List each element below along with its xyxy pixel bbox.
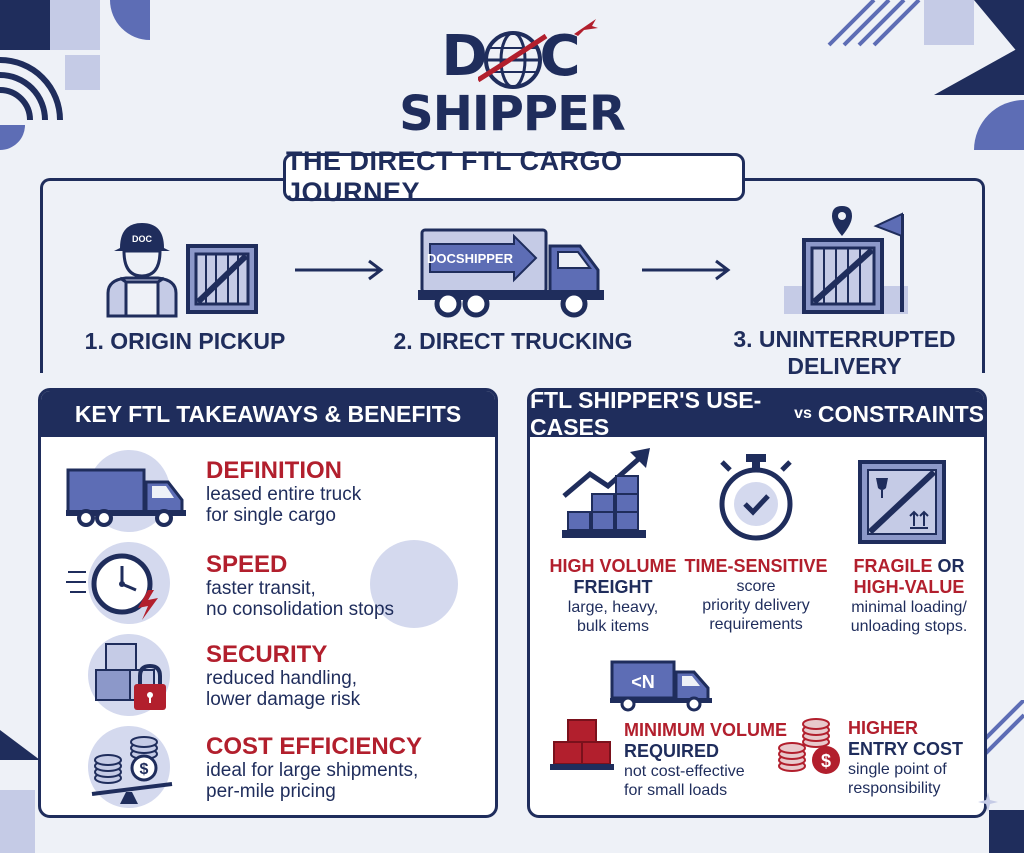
step-3-label-line2: DELIVERY <box>787 353 902 379</box>
usecase-desc-line2: bulk items <box>576 618 650 635</box>
benefit-title: DEFINITION <box>206 457 342 484</box>
usecase-desc-line1: priority delivery <box>702 597 810 614</box>
usecase-desc-line1: minimal loading/ <box>851 599 967 616</box>
cap-brand: DOC <box>132 234 153 244</box>
coins-dollar-icon: $ <box>778 718 840 774</box>
stopwatch-icon <box>66 553 158 620</box>
constraint-higher-entry-cost: HIGHER ENTRY COST single point of respon… <box>848 718 984 798</box>
decor-circle <box>370 540 458 628</box>
red-boxes-icon <box>550 719 614 770</box>
usecase-desc-line2: unloading stops. <box>850 618 968 635</box>
benefit-desc-line1: faster transit, <box>206 578 316 599</box>
decor-top-left <box>0 0 150 150</box>
arrow-right-icon <box>642 259 731 281</box>
constraint-title-line2: ENTRY COST <box>848 739 964 759</box>
usecase-fragile: FRAGILE OR HIGH-VALUE minimal loading/ u… <box>834 556 984 636</box>
constraint-desc-line1: not cost-effective <box>624 763 745 780</box>
benefit-desc-line2: no consolidation stops <box>206 599 395 620</box>
step-1-label: 1. ORIGIN PICKUP <box>84 328 286 354</box>
decor-bottom-right <box>984 700 1024 853</box>
crate-icon <box>186 244 258 314</box>
usecase-title-line2: score <box>736 578 776 595</box>
constraint-desc-line2: responsibility <box>848 780 941 797</box>
coins-scale-icon: $ <box>91 736 173 804</box>
usecases-title-vs: vs <box>794 405 812 422</box>
step-3-label-line1: 3. UNINTERRUPTED <box>733 326 956 352</box>
truck-label: <N <box>631 672 655 692</box>
benefit-desc-line1: ideal for large shipments, <box>206 760 419 781</box>
journey-title-text: THE DIRECT FTL CARGO JOURNEY <box>286 146 623 207</box>
benefit-title: SPEED <box>206 551 288 578</box>
usecase-time-sensitive: TIME-SENSITIVE score priority delivery r… <box>680 556 832 634</box>
usecase-desc-line1: large, heavy, <box>567 599 659 616</box>
usecase-desc-line2: requirements <box>709 616 803 633</box>
step-3-label: 3. UNINTERRUPTED DELIVERY <box>712 326 977 380</box>
step-2-label: 2. DIRECT TRUCKING <box>393 328 633 354</box>
constraint-title-line2: REQUIRED <box>624 741 720 761</box>
constraint-desc-line1: single point of <box>848 761 947 778</box>
takeaways-title: KEY FTL TAKEAWAYS & BENEFITS <box>41 391 495 437</box>
benefit-desc-line2: lower damage risk <box>206 689 361 710</box>
constraint-minimum-volume: MINIMUM VOLUME REQUIRED not cost-effecti… <box>624 720 794 800</box>
benefit-desc-line1: leased entire truck <box>206 484 362 505</box>
arrow-right-icon <box>295 259 384 281</box>
small-truck-icon: <N <box>610 660 712 712</box>
benefit-title: SECURITY <box>206 641 328 668</box>
usecase-title-line1: HIGH VOLUME <box>549 556 677 576</box>
benefit-security: SECURITY reduced handling, lower damage … <box>206 641 476 711</box>
usecase-high-volume: HIGH VOLUME FREIGHT large, heavy, bulk i… <box>538 556 688 636</box>
constraint-title-line1: MINIMUM VOLUME <box>624 720 787 740</box>
lock-box-icon <box>95 643 166 710</box>
globe-icon <box>478 31 548 89</box>
logo: DOC SHIPPER <box>0 14 1024 144</box>
docshipper-truck-icon: DOCSHIPPER <box>418 228 604 318</box>
usecases-title-end: CONSTRAINTS <box>817 400 984 427</box>
journey-title: THE DIRECT FTL CARGO JOURNEY <box>283 146 745 207</box>
benefit-title: COST EFFICIENCY <box>206 733 423 760</box>
fragile-crate-icon <box>858 460 946 544</box>
delivery-crate-flag-icon <box>784 206 908 314</box>
constraint-desc-line2: for small loads <box>624 782 728 799</box>
growth-boxes-icon <box>562 448 650 538</box>
usecase-title-line2: HIGH-VALUE <box>853 577 965 597</box>
usecase-title-line1: FRAGILE OR <box>834 556 984 577</box>
usecase-title-line1: TIME-SENSITIVE <box>684 556 828 576</box>
truck-icon <box>66 468 186 527</box>
decor-top-right <box>827 0 1024 150</box>
worker-icon: DOC <box>106 223 178 318</box>
benefit-cost-efficiency: COST EFFICIENCY ideal for large shipment… <box>206 733 491 803</box>
sparkle-icon <box>978 792 998 812</box>
svg-text:$: $ <box>821 751 831 771</box>
usecases-title: FTL SHIPPER'S USE-CASES vs CONSTRAINTS <box>530 391 984 440</box>
benefit-definition: DEFINITION leased entire truck for singl… <box>206 457 476 527</box>
svg-text:$: $ <box>140 761 149 778</box>
airplane-icon <box>574 19 598 36</box>
truck-brand: DOCSHIPPER <box>427 251 514 266</box>
stopwatch-check-icon <box>719 454 793 541</box>
usecase-title-fragile: FRAGILE <box>853 556 933 576</box>
usecase-title-or: OR <box>932 556 965 576</box>
usecase-title-line2: FREIGHT <box>573 577 653 597</box>
benefit-speed: SPEED faster transit, no consolidation s… <box>206 551 476 621</box>
usecases-title-main: FTL SHIPPER'S USE-CASES <box>530 388 762 440</box>
decor-bottom-left <box>0 730 40 853</box>
benefit-desc-line2: for single cargo <box>206 505 336 526</box>
benefit-desc-line1: reduced handling, <box>206 668 358 689</box>
logo-line-shipper: SHIPPER <box>399 86 626 142</box>
benefit-desc-line2: per-mile pricing <box>206 781 336 802</box>
constraint-title-line1: HIGHER <box>848 718 919 738</box>
